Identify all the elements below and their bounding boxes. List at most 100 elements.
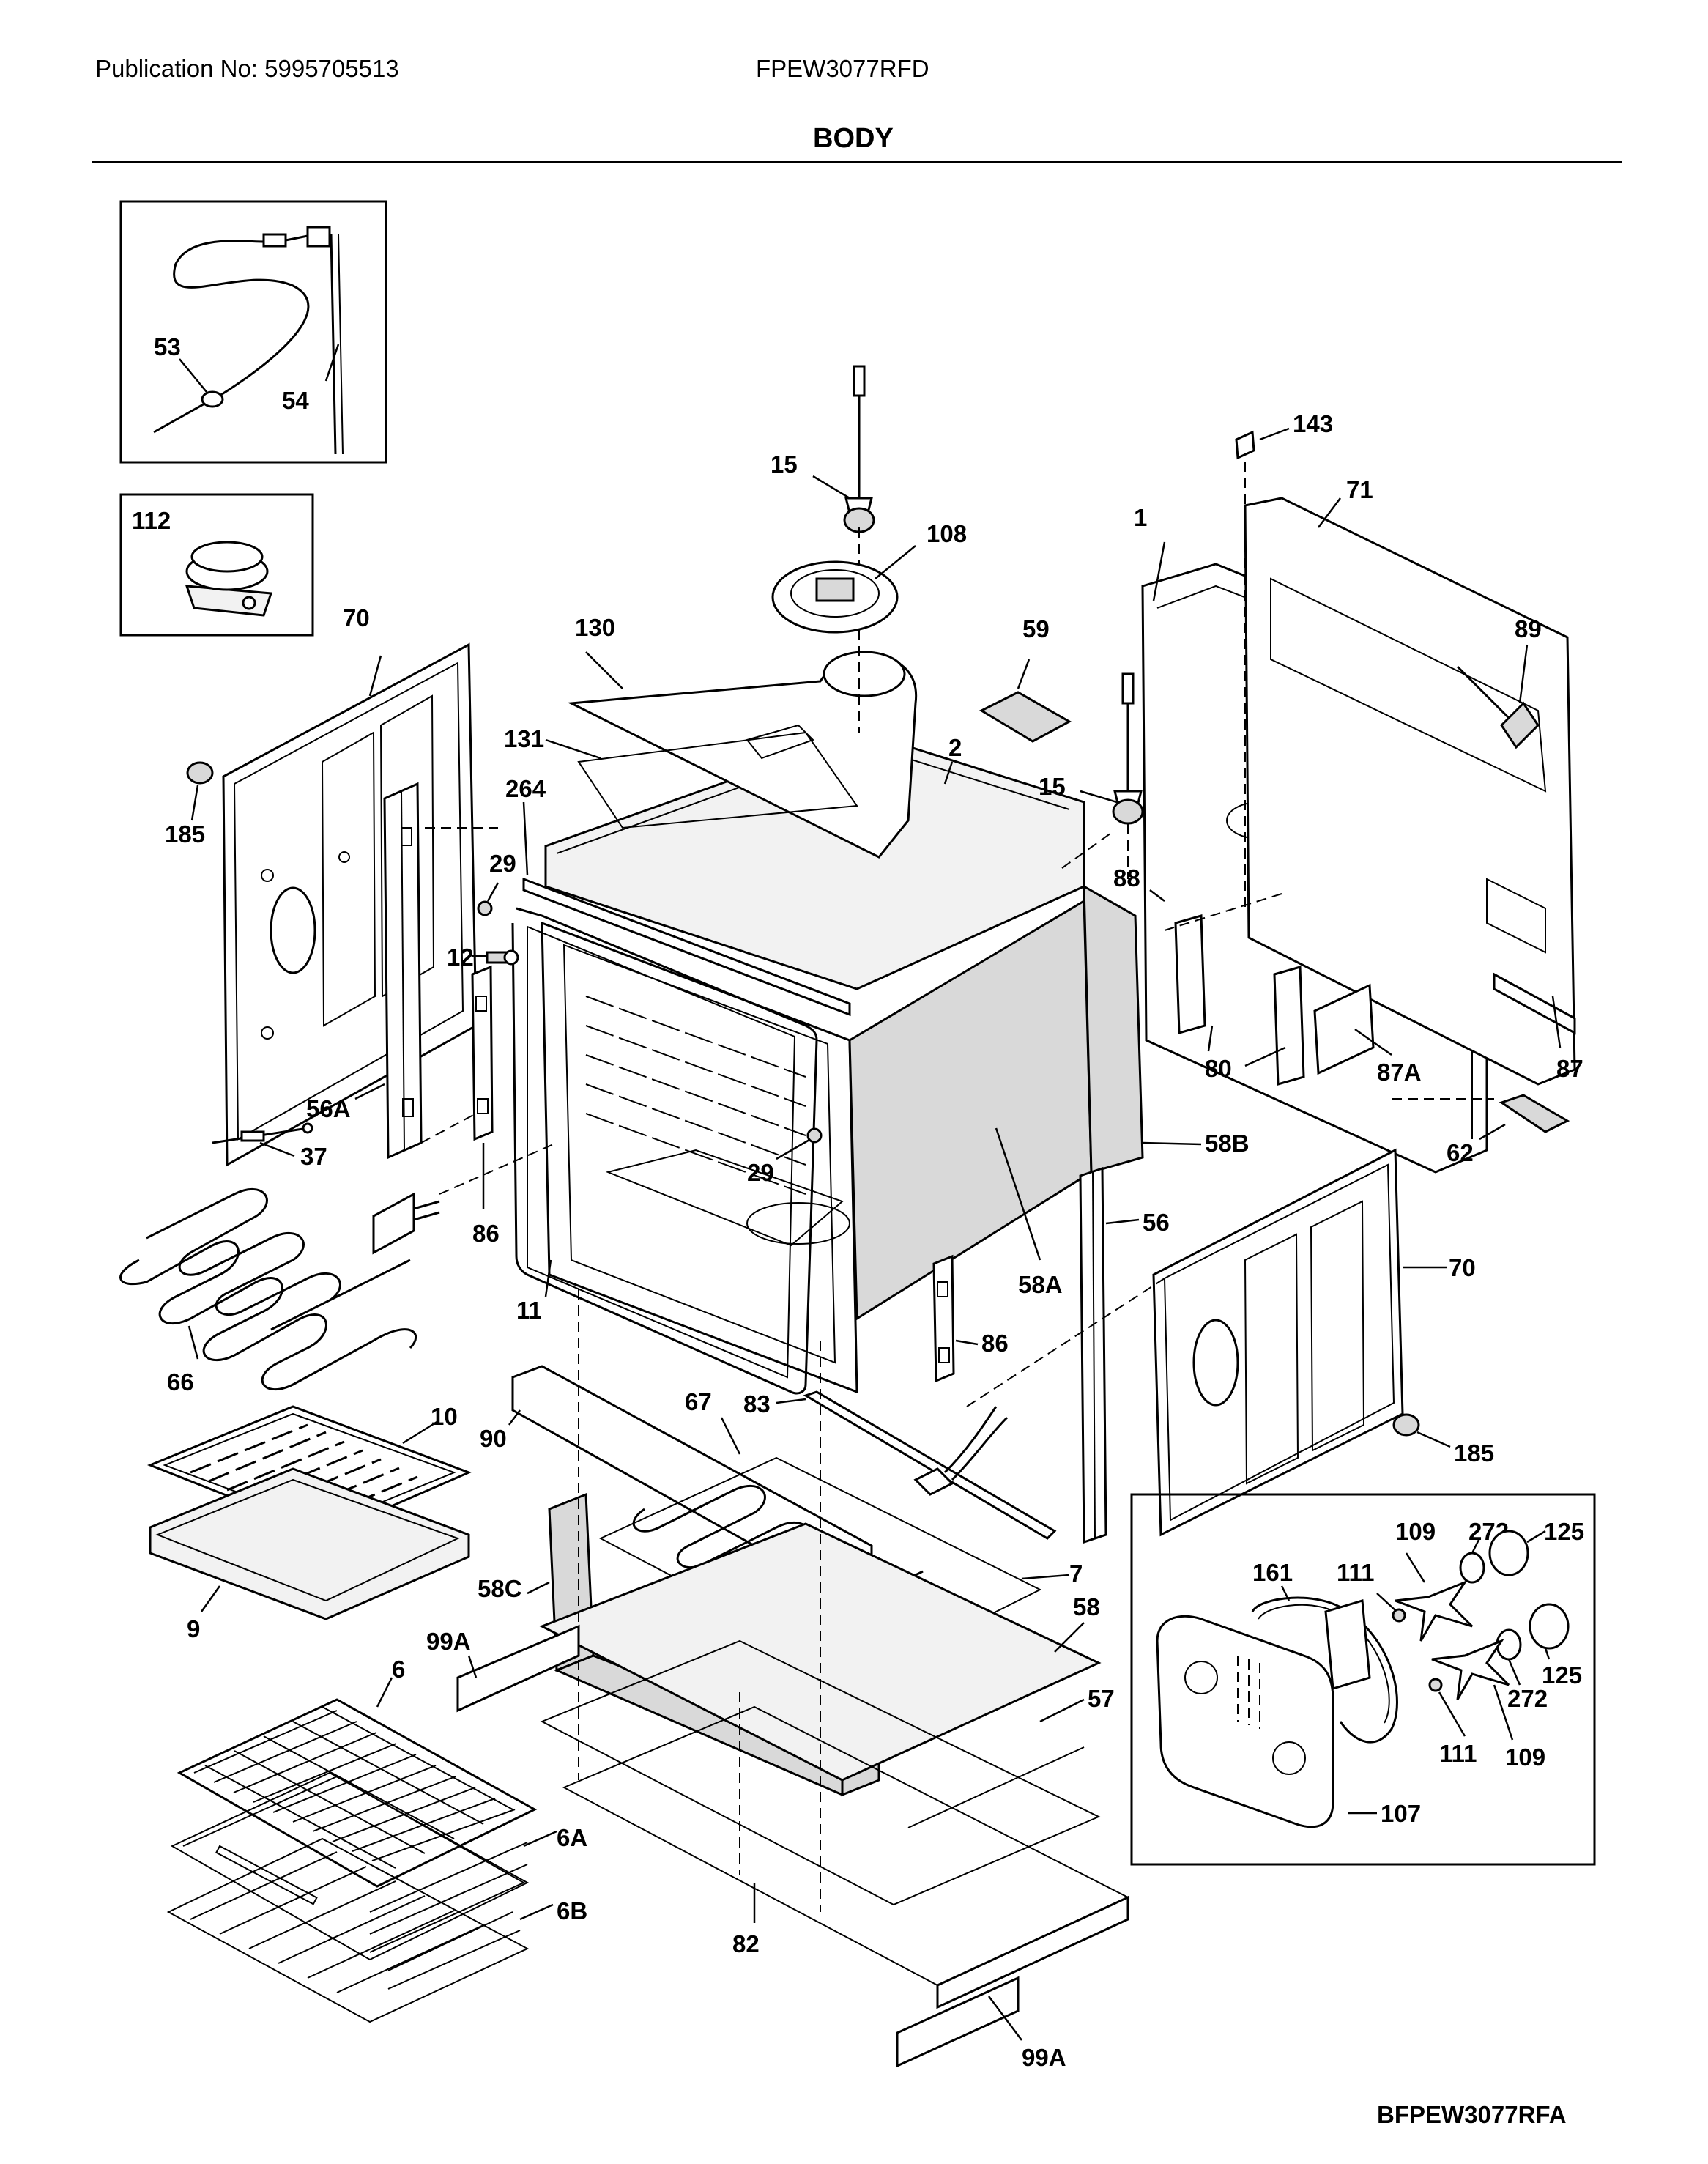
fan-motor-upper bbox=[1488, 1530, 1529, 1576]
callout-90: 90 bbox=[480, 1425, 507, 1452]
broil-element-bracket bbox=[372, 1192, 415, 1255]
callout-6B: 6B bbox=[557, 1897, 587, 1924]
callout-58C: 58C bbox=[478, 1575, 522, 1602]
callout-185-right: 185 bbox=[1454, 1439, 1494, 1467]
side-insulation-callout: 58A bbox=[995, 1127, 1063, 1298]
light-socket: 12 bbox=[447, 944, 519, 971]
callout-71: 71 bbox=[1346, 476, 1373, 503]
callout-185-left: 185 bbox=[165, 820, 205, 848]
bake-element-bracket: 83 bbox=[743, 1390, 1057, 1540]
grommet-right: 185 bbox=[1392, 1413, 1494, 1467]
callout-130: 130 bbox=[575, 614, 615, 641]
terminal-block: 62 bbox=[1447, 1094, 1570, 1166]
bracket-88: 88 bbox=[1113, 864, 1165, 902]
callout-70-right: 70 bbox=[1449, 1254, 1476, 1281]
assembly-guide-lines bbox=[420, 462, 1494, 1912]
callout-87: 87 bbox=[1556, 1055, 1583, 1082]
callout-111-lower: 111 bbox=[1439, 1740, 1477, 1767]
oven-cavity bbox=[541, 731, 1144, 1394]
fan-blade-lower bbox=[1431, 1638, 1510, 1700]
left-side-panel: 70 bbox=[222, 604, 478, 1167]
callout-87A: 87A bbox=[1377, 1059, 1422, 1086]
bracket-87A: 87A bbox=[1313, 983, 1422, 1086]
callout-111-upper: 111 bbox=[1337, 1559, 1374, 1586]
callout-56: 56 bbox=[1143, 1209, 1170, 1236]
model-number: FPEW3077RFD bbox=[756, 55, 929, 82]
grommet-left: 185 bbox=[165, 761, 214, 848]
callout-82: 82 bbox=[732, 1930, 760, 1957]
section-title: BODY bbox=[813, 123, 894, 154]
rear-clip: 143 bbox=[1235, 410, 1333, 460]
probe-cable bbox=[173, 240, 310, 397]
callout-112: 112 bbox=[132, 507, 171, 534]
screw-upper: 29 bbox=[477, 850, 516, 916]
back-insulation bbox=[1083, 884, 1144, 1174]
hinge-receiver-left: 86 bbox=[471, 965, 500, 1247]
callout-99A-right: 99A bbox=[1022, 2044, 1066, 2071]
convection-top-duct: 130 bbox=[567, 614, 918, 859]
callout-109-lower: 109 bbox=[1505, 1744, 1545, 1771]
oven-lamp-upper: 15 bbox=[771, 365, 875, 533]
callout-88: 88 bbox=[1113, 864, 1140, 892]
publication-number: Publication No: 5995705513 bbox=[95, 55, 399, 82]
callout-264: 264 bbox=[505, 775, 546, 802]
callout-80: 80 bbox=[1205, 1055, 1232, 1082]
probe-tip bbox=[153, 398, 213, 434]
callout-15-upper: 15 bbox=[771, 451, 798, 478]
callout-29-upper: 29 bbox=[489, 850, 516, 877]
callout-58A: 58A bbox=[1018, 1271, 1063, 1298]
callout-86-left: 86 bbox=[472, 1220, 500, 1247]
callout-125-lower: 125 bbox=[1542, 1661, 1582, 1689]
callout-109-upper: 109 bbox=[1395, 1518, 1436, 1545]
right-hinge-channel: 56 bbox=[1079, 1166, 1170, 1544]
oven-lamp-lower: 15 bbox=[1039, 672, 1144, 825]
element-shield-callout: 7 bbox=[1021, 1560, 1083, 1587]
inset-meat-probe: 53 54 bbox=[119, 200, 387, 464]
callout-54: 54 bbox=[282, 387, 309, 414]
callout-56A: 56A bbox=[306, 1095, 351, 1122]
side-panel-window bbox=[270, 886, 316, 974]
motor-spacer-lower bbox=[1496, 1628, 1522, 1661]
bottom-bracket-left: 99A bbox=[426, 1624, 580, 1713]
glide-rack: 6A bbox=[170, 1771, 587, 1961]
callout-86-right: 86 bbox=[981, 1330, 1009, 1357]
callout-70-left: 70 bbox=[343, 604, 370, 631]
door-gasket: 11 bbox=[511, 907, 818, 1395]
callout-272-lower: 272 bbox=[1507, 1685, 1548, 1712]
callout-125-upper: 125 bbox=[1544, 1518, 1584, 1545]
top-wrapper-callout: 2 bbox=[943, 734, 962, 785]
hinge-brackets-80: 80 bbox=[1174, 914, 1305, 1086]
oven-bottom: 57 bbox=[540, 1639, 1115, 1906]
convection-fan-housing: 108 bbox=[771, 520, 967, 634]
callout-10: 10 bbox=[431, 1403, 458, 1430]
callout-15-lower: 15 bbox=[1039, 773, 1066, 800]
broil-pan: 9 bbox=[149, 1467, 470, 1642]
front-frame-trim: 264 bbox=[505, 775, 851, 1017]
callout-12: 12 bbox=[447, 944, 474, 971]
callout-108: 108 bbox=[927, 520, 967, 547]
top-duct-cover: 131 bbox=[504, 725, 858, 829]
callout-58B: 58B bbox=[1205, 1130, 1250, 1157]
callout-29-lower: 29 bbox=[747, 1159, 774, 1186]
motor-spacer-upper bbox=[1459, 1552, 1485, 1584]
control-bracket: 59 bbox=[979, 615, 1072, 743]
bottom-bracket-right: 99A bbox=[896, 1976, 1066, 2071]
fan-blade-upper bbox=[1395, 1579, 1474, 1642]
rear-cover: 71 bbox=[1244, 476, 1576, 1086]
callout-107: 107 bbox=[1381, 1800, 1421, 1827]
bottom-wrapper: 82 bbox=[562, 1705, 1130, 2009]
diagram-code: BFPEW3077RFA bbox=[1377, 2101, 1567, 2128]
callout-1: 1 bbox=[1134, 504, 1147, 531]
callout-2: 2 bbox=[948, 734, 962, 761]
callout-67: 67 bbox=[685, 1388, 712, 1415]
hinge-receiver-right: 86 bbox=[932, 1254, 1009, 1383]
callout-143: 143 bbox=[1293, 410, 1333, 437]
inset-limit-thermostat: 112 bbox=[119, 493, 314, 637]
callout-59: 59 bbox=[1022, 615, 1050, 642]
callout-83: 83 bbox=[743, 1390, 771, 1418]
callout-62: 62 bbox=[1447, 1139, 1474, 1166]
callout-89: 89 bbox=[1515, 615, 1542, 642]
right-side-panel: 70 bbox=[1152, 1148, 1476, 1537]
callout-53: 53 bbox=[154, 333, 181, 360]
